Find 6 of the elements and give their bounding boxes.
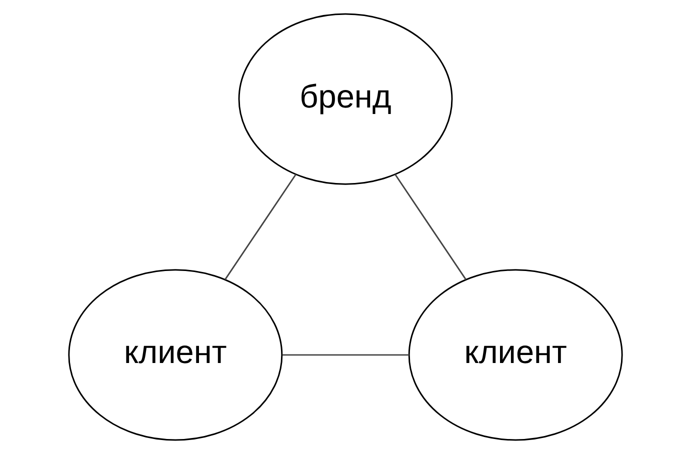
connector bbox=[224, 174, 296, 280]
node-ellipse: клиент bbox=[68, 269, 283, 441]
connector bbox=[282, 354, 409, 356]
connector bbox=[394, 174, 466, 280]
node-ellipse: бренд bbox=[238, 13, 453, 185]
node-ellipse: клиент bbox=[408, 269, 623, 441]
